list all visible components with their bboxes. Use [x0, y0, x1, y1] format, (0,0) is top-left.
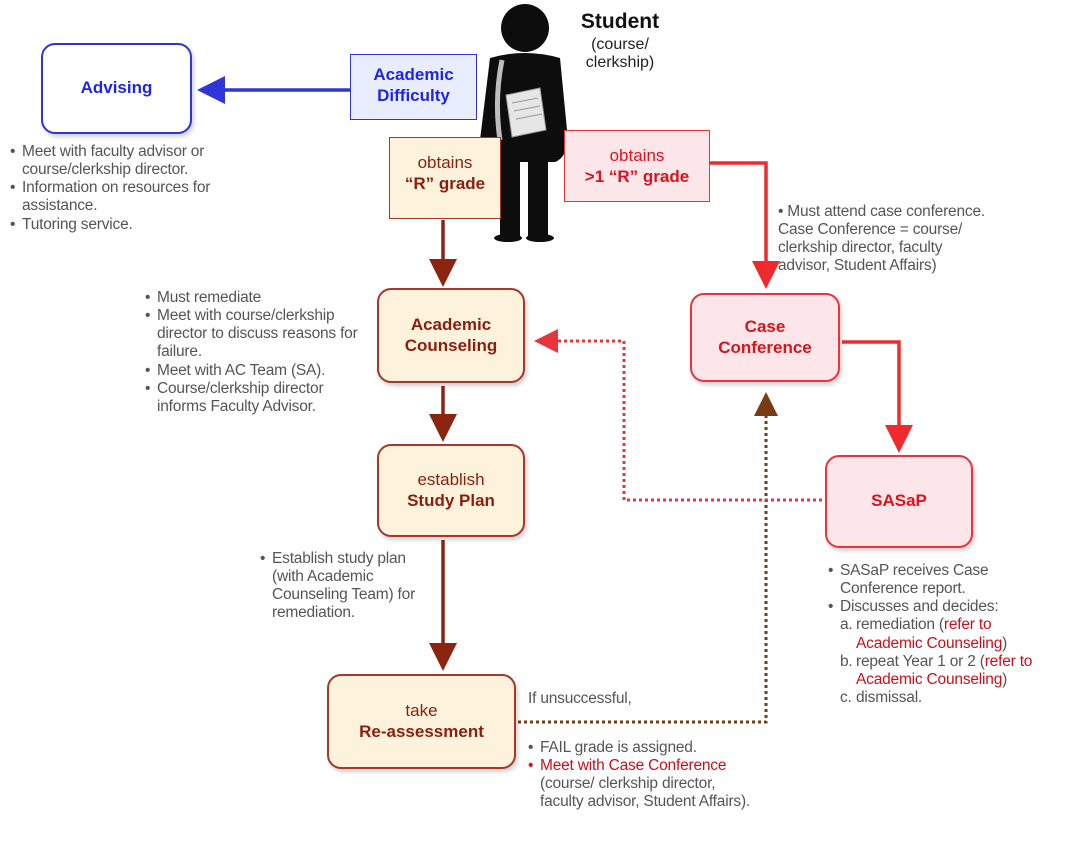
- reassessment-line2: Re-assessment: [359, 721, 484, 741]
- advising-note-3: Tutoring service.: [10, 216, 280, 234]
- case-conference-req-line2: Case Conference = course/: [778, 221, 963, 239]
- reassessment-line1: take: [405, 701, 438, 721]
- academic-counseling-notes: Must remediate Meet with course/clerkshi…: [145, 289, 370, 416]
- study-plan-box[interactable]: establish Study Plan: [377, 444, 525, 537]
- refer-academic-counseling-link[interactable]: refer to Academic Counseling: [856, 616, 1003, 652]
- academic-counseling-line2: Counseling: [404, 335, 498, 355]
- sasap-notes: SASaP receives Case Conference report. D…: [828, 562, 1060, 707]
- academic-difficulty-note: Academic Difficulty: [350, 54, 477, 120]
- advising-notes: Meet with faculty advisor or course/cler…: [10, 143, 280, 234]
- sasap-box[interactable]: SASaP: [825, 455, 973, 548]
- study-plan-notes: Establish study plan (with Academic Coun…: [260, 550, 435, 623]
- student-label: Student (course/ clerkship): [560, 10, 680, 72]
- advising-note-1: Meet with faculty advisor or course/cler…: [10, 143, 280, 179]
- study-plan-line1: establish: [417, 470, 485, 490]
- academic-difficulty-line2: Difficulty: [377, 86, 450, 106]
- counseling-note-4: Course/clerkship director informs Facult…: [145, 380, 370, 416]
- multi-r-grade-note: obtains >1 “R” grade: [564, 130, 710, 202]
- case-conference-req-line3: clerkship director, faculty: [778, 239, 943, 257]
- multi-r-grade-line2: >1 “R” grade: [584, 167, 690, 187]
- sasap-label: SASaP: [871, 491, 927, 511]
- academic-counseling-box[interactable]: Academic Counseling: [377, 288, 525, 383]
- student-figure-icon: [480, 4, 568, 242]
- case-conference-req-line1: Must attend case conference.: [787, 203, 985, 220]
- r-grade-line1: obtains: [417, 153, 473, 172]
- counseling-note-1: Must remediate: [145, 289, 370, 307]
- arrow-multi-r-to-case-conference: [710, 161, 780, 289]
- advising-note-2: Information on resources for assistance.: [10, 179, 280, 215]
- advising-box[interactable]: Advising: [41, 43, 192, 134]
- reassessment-box[interactable]: take Re-assessment: [327, 674, 516, 769]
- refer-academic-counseling-link[interactable]: refer to Academic Counseling: [856, 652, 1033, 688]
- sasap-options: a.remediation (refer to Academic Counsel…: [828, 616, 1060, 707]
- case-conference-box[interactable]: Case Conference: [690, 293, 840, 382]
- meet-case-conference-text: Meet with Case Conference: [540, 757, 727, 775]
- sasap-option-b: b.repeat Year 1 or 2 (refer to Academic …: [840, 652, 1033, 688]
- academic-difficulty-line1: Academic: [373, 65, 454, 84]
- arrow-case-conference-to-sasap: [842, 340, 913, 453]
- case-conference-requirement: •Must attend case conference. Case Confe…: [778, 203, 1058, 276]
- reassessment-note-2: Meet with Case Conference (course/ clerk…: [528, 757, 753, 811]
- case-conference-line2: Conference: [718, 337, 812, 357]
- sasap-option-c: c.dismissal.: [840, 688, 923, 706]
- case-conference-line1: Case: [744, 317, 786, 337]
- academic-counseling-line1: Academic: [410, 315, 492, 335]
- student-title: Student: [580, 10, 660, 33]
- study-plan-note-1: Establish study plan (with Academic Coun…: [260, 550, 435, 623]
- reassessment-note-2-rest: (course/ clerkship director, faculty adv…: [540, 775, 751, 811]
- sasap-option-a: a.remediation (refer to Academic Counsel…: [840, 616, 1008, 652]
- sasap-note-2: Discusses and decides:: [828, 598, 1060, 616]
- arrow-reassessment-to-case-conference: [518, 392, 778, 724]
- if-unsuccessful-label: If unsuccessful,: [528, 690, 632, 707]
- advising-label: Advising: [80, 78, 153, 98]
- multi-r-grade-line1: obtains: [609, 146, 665, 165]
- student-subtitle-1: (course/: [591, 36, 649, 53]
- r-grade-line2: “R” grade: [404, 174, 486, 194]
- r-grade-note: obtains “R” grade: [389, 137, 501, 219]
- sasap-note-1: SASaP receives Case Conference report.: [828, 562, 1060, 598]
- case-conference-req-line4: advisor, Student Affairs): [778, 257, 937, 275]
- study-plan-line2: Study Plan: [407, 490, 495, 510]
- counseling-note-2: Meet with course/clerkship director to d…: [145, 307, 370, 361]
- reassessment-note-1: FAIL grade is assigned.: [528, 739, 753, 757]
- reassessment-notes: FAIL grade is assigned. Meet with Case C…: [528, 739, 753, 812]
- arrow-sasap-to-counseling: [534, 329, 822, 502]
- student-subtitle-2: clerkship): [585, 54, 655, 71]
- counseling-note-3: Meet with AC Team (SA).: [145, 362, 370, 380]
